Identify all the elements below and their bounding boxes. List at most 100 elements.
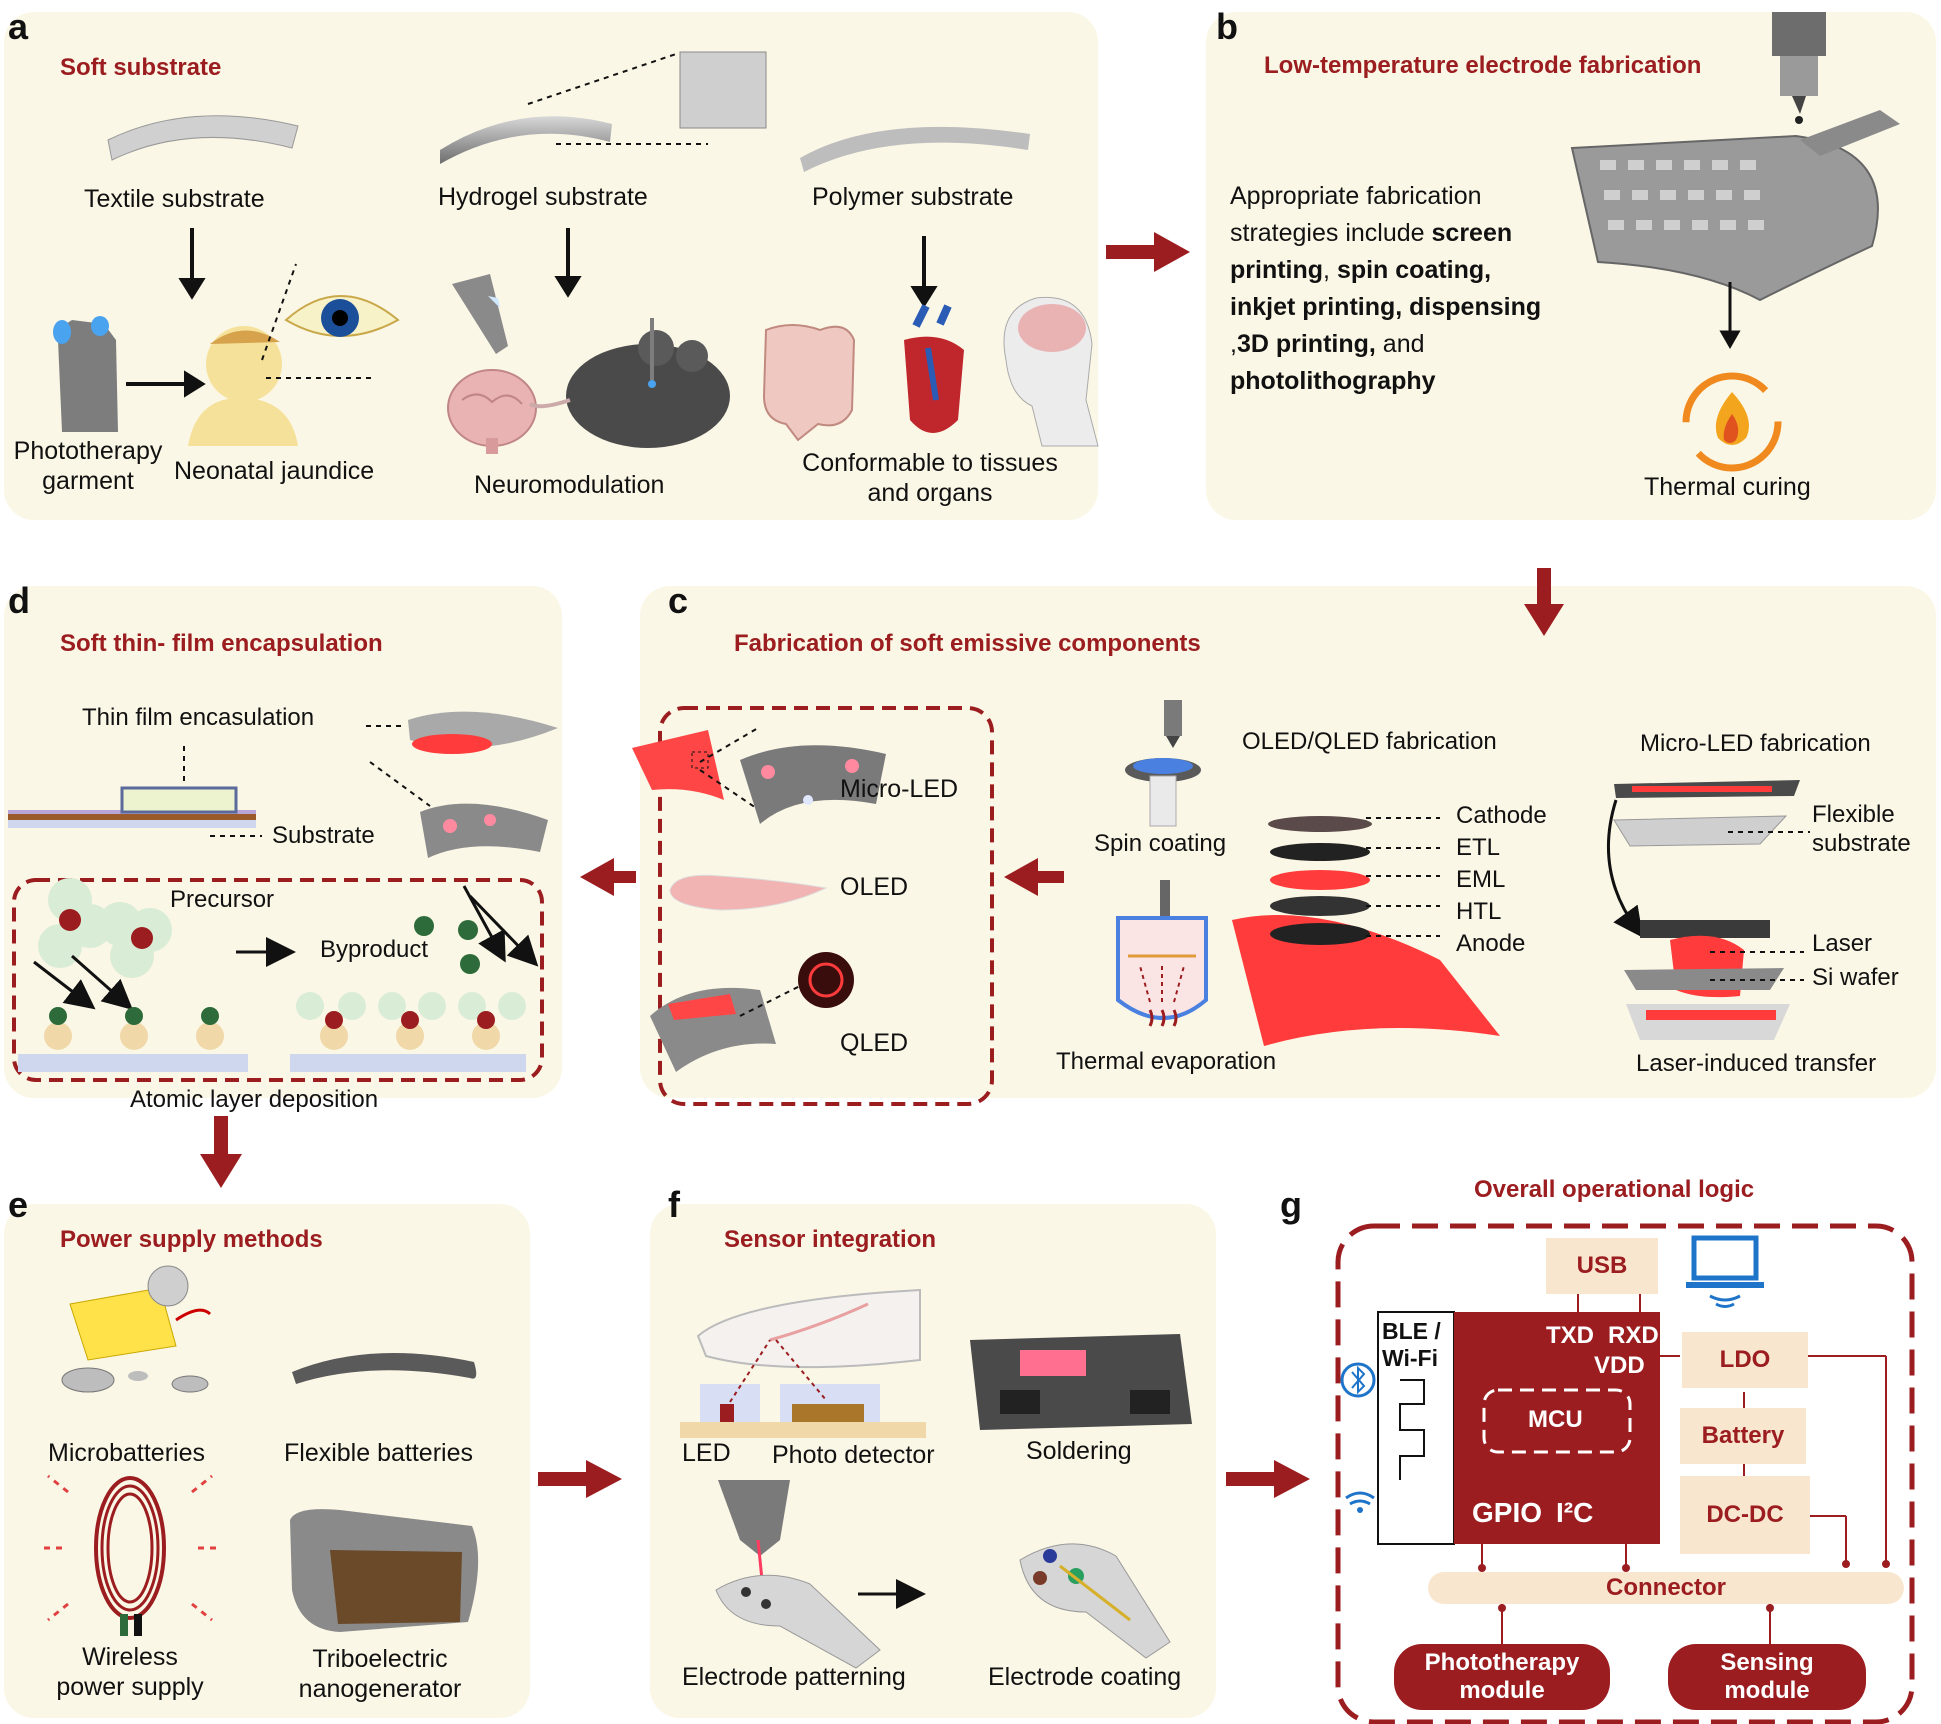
label-qled: QLED	[840, 1029, 909, 1057]
dcdc-box: DC-DC	[1680, 1476, 1810, 1554]
label-gpio: GPIO	[1472, 1497, 1543, 1528]
label-layer-etl: ETL	[1456, 834, 1501, 861]
textile-sheet	[107, 115, 299, 161]
arrow-b-to-c	[1524, 568, 1564, 636]
arrow-a-to-b	[1106, 232, 1190, 272]
ldo-box: LDO	[1682, 1332, 1808, 1388]
panel-letter-e: e	[8, 1184, 29, 1225]
label-vdd: VDD	[1594, 1352, 1645, 1379]
microbattery-icon	[61, 1265, 212, 1393]
label-layer-htl: HTL	[1456, 898, 1502, 925]
dispenser-nozzle	[1772, 12, 1826, 124]
label-flexible-substrate: Flexible substrate	[1812, 801, 1911, 857]
panel-title-c: Fabrication of soft emissive components	[734, 630, 1201, 657]
fab-text-sep2: ,	[1230, 330, 1237, 358]
garment-icon	[53, 316, 118, 432]
arrow-c-inner	[1004, 858, 1064, 896]
panel-letter-a: a	[8, 6, 29, 47]
hydrogel-patch-icon	[452, 274, 508, 354]
laptop-icon[interactable]	[1686, 1235, 1764, 1308]
label-si-wafer: Si wafer	[1812, 964, 1899, 991]
label-led: LED	[682, 1439, 731, 1467]
label-electrode-coating: Electrode coating	[988, 1663, 1182, 1691]
fab-text-sep1: ,	[1323, 256, 1337, 284]
mouse-icon	[528, 318, 730, 448]
label-micro-led-fab: Micro-LED fabrication	[1640, 730, 1871, 757]
label-neonatal-jaundice: Neonatal jaundice	[174, 457, 375, 485]
label-conformable: Conformable to tissues and organs	[802, 449, 1058, 507]
fab-text-spin: spin coating, inkjet printing, dispensin…	[1230, 256, 1542, 321]
label-laser: Laser	[1812, 930, 1873, 957]
phototherapy-module: Phototherapy module	[1394, 1644, 1610, 1710]
wifi-icon	[1345, 1491, 1375, 1513]
soldering-icon	[970, 1334, 1192, 1430]
patterning-icon	[715, 1480, 926, 1669]
eye-icon	[284, 295, 400, 337]
label-electrode-patterning: Electrode patterning	[682, 1663, 906, 1691]
panel-letter-d: d	[8, 580, 30, 621]
label-precursor: Precursor	[170, 886, 275, 913]
fab-text-and: and	[1375, 330, 1425, 358]
panel-letter-c: c	[668, 580, 689, 621]
intestine-icon	[762, 324, 856, 442]
panel-title-f: Sensor integration	[724, 1226, 937, 1253]
label-neuromodulation: Neuromodulation	[474, 471, 665, 499]
finger-sensor-icon	[680, 1288, 926, 1438]
label-textile-substrate: Textile substrate	[84, 185, 265, 213]
label-micro-led: Micro-LED	[840, 775, 959, 803]
fab-text-photo: photolithography	[1230, 367, 1436, 395]
spin-coater	[1125, 700, 1201, 827]
label-byproduct: Byproduct	[320, 936, 429, 963]
ald-box	[12, 878, 544, 1082]
panel-letter-g: g	[1280, 1184, 1302, 1225]
label-spin-coating: Spin coating	[1094, 830, 1227, 857]
panel-title-a: Soft substrate	[60, 54, 222, 81]
fire-icon	[1682, 372, 1782, 472]
label-txd: TXD	[1546, 1322, 1594, 1349]
label-laser-induced-transfer: Laser-induced transfer	[1636, 1050, 1877, 1077]
panel-title-b: Low-temperature electrode fabrication	[1264, 52, 1702, 79]
label-phototherapy-garment: Phototherapy garment	[13, 437, 163, 495]
panel-title-e: Power supply methods	[60, 1226, 323, 1253]
label-ald: Atomic layer deposition	[130, 1086, 379, 1113]
label-photo-detector: Photo detector	[772, 1441, 935, 1469]
curing-arrow	[1719, 282, 1741, 350]
label-substrate: Substrate	[272, 822, 375, 849]
thermal-evaporator	[1116, 880, 1208, 1027]
label-soldering: Soldering	[1026, 1437, 1132, 1465]
fab-text-3d: 3D printing,	[1236, 330, 1376, 358]
label-ble-wifi: BLE / Wi-Fi	[1382, 1318, 1441, 1371]
hydrogel-sheet	[440, 51, 767, 164]
label-layer-eml: EML	[1456, 866, 1506, 893]
label-layer-anode: Anode	[1456, 930, 1526, 957]
battery-box: Battery	[1680, 1408, 1806, 1464]
label-rxd: RXD	[1608, 1322, 1659, 1349]
encapsulation-stack	[8, 746, 262, 837]
label-thin-film: Thin film encasulation	[82, 704, 315, 731]
connector-bar: Connector	[1428, 1572, 1904, 1604]
label-thermal-curing: Thermal curing	[1644, 473, 1811, 501]
usb-box: USB	[1546, 1238, 1658, 1294]
flexible-battery-icon	[292, 1353, 477, 1384]
label-flexible-batteries: Flexible batteries	[284, 1439, 473, 1467]
mcu-chip	[1454, 1312, 1660, 1544]
panel-e	[4, 1204, 530, 1718]
panel-title-d: Soft thin- film encapsulation	[60, 630, 383, 657]
fab-text-intro: Appropriate fabrication strategies inclu…	[1230, 182, 1482, 247]
oled-layer-stack	[1232, 816, 1500, 1046]
label-wireless-power: Wireless power supply	[56, 1643, 204, 1701]
label-thermal-evaporation: Thermal evaporation	[1056, 1048, 1277, 1075]
arrow-c-to-d	[580, 858, 636, 896]
wire-dots	[1478, 1560, 1890, 1612]
flow-arrows-a	[126, 228, 938, 398]
label-oled: OLED	[840, 873, 909, 901]
fab-text-screen: screen printing	[1230, 219, 1513, 284]
head-icon	[1003, 296, 1099, 447]
logic-box	[1335, 1223, 1915, 1724]
panel-title-g: Overall operational logic	[1474, 1176, 1755, 1203]
panel-letter-b: b	[1216, 6, 1238, 47]
bluetooth-icon	[1340, 1362, 1376, 1398]
arrow-d-to-e	[200, 1116, 242, 1188]
micro-led-transfer	[1606, 780, 1810, 1040]
